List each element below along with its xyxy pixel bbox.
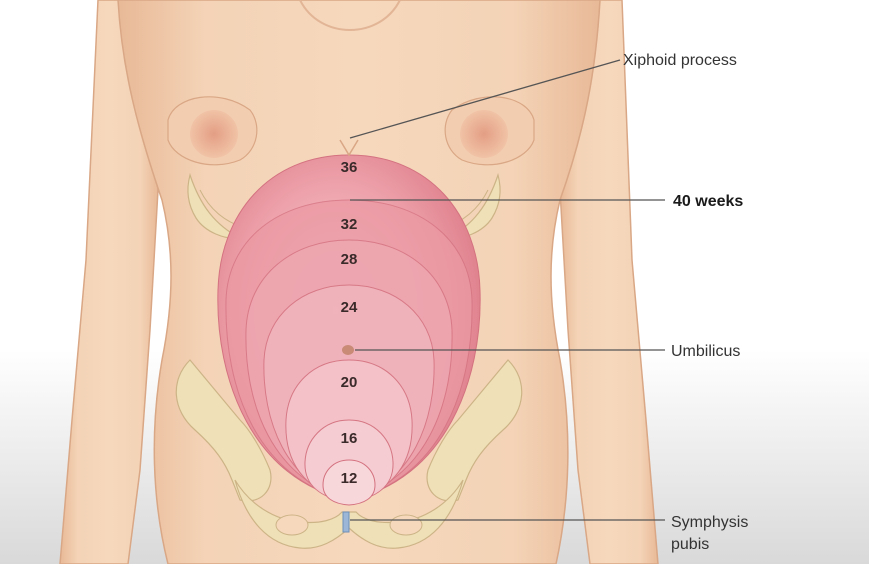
week-marker-16: 16 — [341, 430, 358, 447]
left-iliac-bone — [175, 359, 272, 502]
week-marker-20: 20 — [341, 374, 358, 391]
right-arm — [559, 0, 659, 564]
right-areola — [460, 110, 508, 158]
left-obturator — [275, 514, 309, 536]
week-marker-12: 12 — [341, 470, 358, 487]
week-marker-28: 28 — [341, 251, 358, 268]
xiphoid-leader-line — [349, 59, 621, 139]
uterus-ring-12 — [322, 459, 376, 506]
left-areola — [190, 110, 238, 158]
symphysis-label-line2: pubis — [671, 536, 709, 553]
umbilicus-label: Umbilicus — [671, 343, 740, 360]
week-marker-36: 36 — [341, 159, 358, 176]
left-rib — [187, 172, 242, 239]
neck-shadow — [299, 0, 401, 31]
right-obturator — [389, 514, 423, 536]
symphysis-label-line1: Symphysis — [671, 514, 748, 531]
week-marker-24: 24 — [341, 299, 358, 316]
xiphoid-mark — [339, 139, 359, 157]
uterus — [217, 154, 481, 506]
xiphoid-process-label: Xiphoid process — [623, 52, 737, 69]
week-marker-32: 32 — [341, 216, 358, 233]
right-iliac-bone — [426, 359, 523, 502]
symphysis-pubis-mark — [342, 511, 350, 533]
umbilicus-mark — [342, 345, 354, 355]
forty-weeks-label: 40 weeks — [673, 193, 743, 210]
